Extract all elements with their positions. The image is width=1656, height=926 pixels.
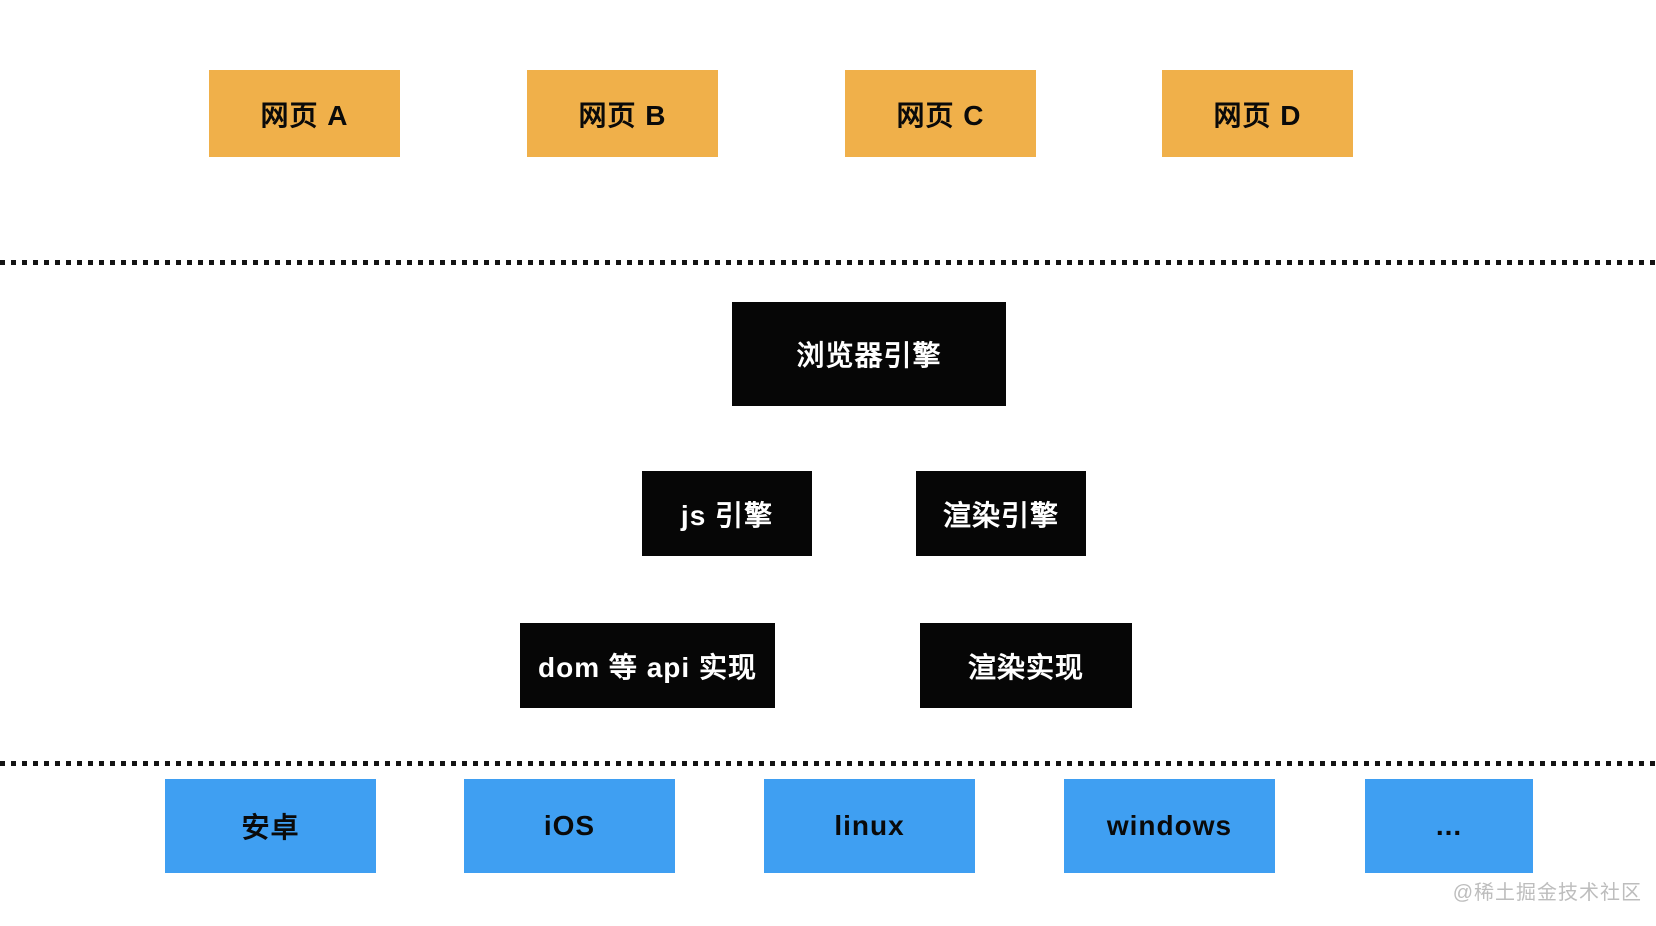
rendering-impl-box: 渲染实现 — [920, 623, 1132, 708]
separator-top — [0, 260, 1656, 265]
webpage-box-b-label: 网页 B — [578, 99, 667, 131]
os-box-windows-label: windows — [1106, 810, 1233, 841]
separator-bottom — [0, 761, 1656, 766]
rendering-engine-label: 渲染引擎 — [942, 499, 1059, 531]
webpage-box-a: 网页 A — [209, 70, 400, 157]
os-box-windows: windows — [1064, 779, 1275, 873]
os-box-ios-label: iOS — [543, 810, 596, 841]
webpage-box-a-label: 网页 A — [260, 99, 349, 131]
webpage-box-c-label: 网页 C — [896, 99, 985, 131]
dom-api-impl-box: dom 等 api 实现 — [520, 623, 775, 708]
os-box-linux-label: linux — [834, 810, 905, 841]
os-box-linux: linux — [764, 779, 975, 873]
os-box-ios: iOS — [464, 779, 675, 873]
rendering-engine-box: 渲染引擎 — [916, 471, 1086, 556]
os-box-android: 安卓 — [165, 779, 376, 873]
webpage-box-c: 网页 C — [845, 70, 1036, 157]
watermark: @稀土掘金技术社区 — [1452, 882, 1642, 904]
webpage-box-b: 网页 B — [527, 70, 718, 157]
webpage-box-d-label: 网页 D — [1213, 99, 1302, 131]
os-box-more: ... — [1365, 779, 1533, 873]
dom-api-impl-label: dom 等 api 实现 — [538, 651, 757, 683]
browser-engine-label: 浏览器引擎 — [796, 340, 942, 371]
js-engine-box: js 引擎 — [642, 471, 812, 556]
os-box-android-label: 安卓 — [241, 812, 300, 843]
browser-engine-box: 浏览器引擎 — [732, 302, 1006, 406]
os-box-more-label: ... — [1435, 810, 1463, 841]
js-engine-label: js 引擎 — [680, 499, 774, 531]
rendering-impl-label: 渲染实现 — [967, 651, 1084, 683]
webpage-box-d: 网页 D — [1162, 70, 1353, 157]
